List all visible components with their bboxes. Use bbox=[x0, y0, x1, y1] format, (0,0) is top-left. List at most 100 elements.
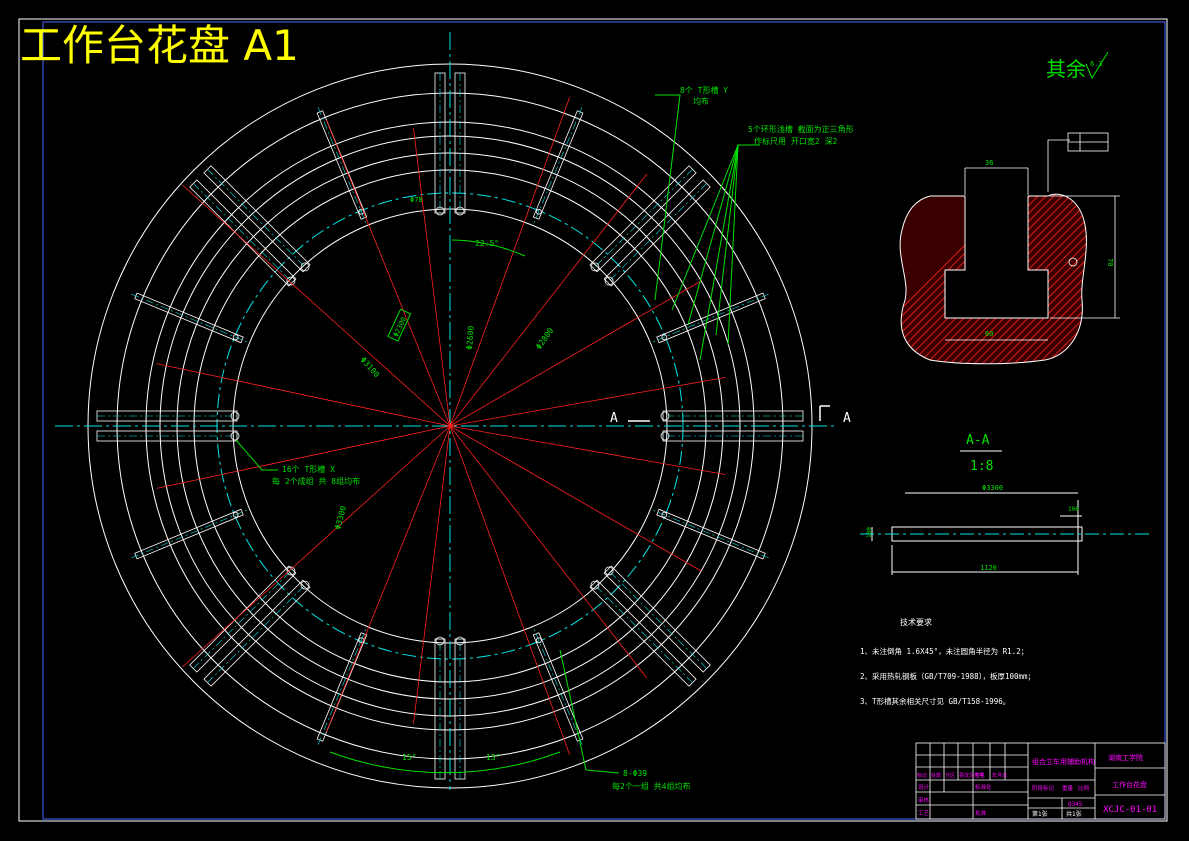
tech-req-item-2: 2、采用热轧钢板（GB/T709-1988），板厚100mm； bbox=[860, 671, 1035, 681]
title-block-ratio: 比例 bbox=[1078, 784, 1090, 792]
tech-req-item-1: 1、未注倒角 1.6X45°，未注圆角半径为 R1.2； bbox=[860, 646, 1028, 656]
angle-dim-2: 15° bbox=[402, 753, 416, 762]
t-slot-single bbox=[131, 292, 247, 344]
angle-arc-2 bbox=[329, 751, 561, 774]
dimension-line bbox=[449, 425, 571, 756]
radial-dim-4: Φ3300 bbox=[333, 505, 348, 531]
hole-note-1: 8-Φ39 bbox=[623, 769, 647, 778]
roughness-symbol bbox=[1085, 51, 1109, 80]
title-block-row-label: 标记 bbox=[917, 772, 927, 779]
section-dim-thickness: 100 bbox=[866, 527, 873, 538]
section-scale: 1:8 bbox=[970, 459, 993, 474]
t-slot-pair bbox=[96, 410, 240, 442]
title-block-row-label: 年月日 bbox=[992, 772, 1007, 779]
section-dim-overall: Φ3300 bbox=[982, 484, 1003, 492]
t-slots bbox=[96, 72, 804, 780]
title-block-project: 组合立车用辅助机构 bbox=[1032, 757, 1095, 766]
dimension-line bbox=[156, 363, 451, 427]
tech-req-heading: 技术要求 bbox=[900, 617, 932, 627]
title-block-grid bbox=[915, 742, 1166, 820]
t-slot-single bbox=[532, 107, 584, 223]
dimension-line bbox=[449, 425, 648, 679]
title-block-role-review: 审核 bbox=[918, 796, 930, 804]
dimension-line bbox=[182, 184, 451, 427]
title-block-sheet-b: 共1张 bbox=[1066, 810, 1082, 818]
section-dim-bottom: 60 bbox=[985, 330, 993, 338]
t-slot-pair bbox=[189, 565, 311, 687]
dimension-lines bbox=[156, 96, 726, 756]
t-slot-single bbox=[316, 629, 368, 745]
t-slot-single bbox=[532, 629, 584, 745]
t-slot-pair bbox=[189, 165, 311, 287]
title-block-sheet-a: 第1张 bbox=[1032, 810, 1048, 818]
boxed-dim-label: Φ2300 bbox=[392, 316, 408, 338]
radial-dim-2: Φ2600 bbox=[465, 325, 476, 350]
t-slot-note-2b: 每 2个成组 共 8组均布 bbox=[272, 476, 360, 486]
section-detail: 36 70 60 bbox=[899, 132, 1120, 365]
section-title: A-A bbox=[966, 433, 990, 448]
t-slot-pair bbox=[589, 565, 711, 687]
dimension-line bbox=[413, 425, 451, 724]
roughness-label: 其余 bbox=[1046, 57, 1086, 81]
t-slot-single bbox=[653, 508, 769, 560]
t-slot-pair bbox=[589, 165, 711, 287]
section-aa-profile bbox=[871, 492, 1083, 575]
hole-note-2: 每2个一组 共4组均布 bbox=[612, 781, 690, 791]
dimension-line bbox=[326, 119, 451, 427]
section-marks bbox=[628, 405, 830, 422]
roughness-value: 6.3 bbox=[1090, 60, 1103, 68]
radial-dim-1: Φ3100 bbox=[359, 355, 382, 379]
section-mark-right: A bbox=[843, 411, 851, 426]
angle-dim-3: 15° bbox=[486, 753, 500, 762]
dimension-line bbox=[326, 425, 451, 733]
outer-border bbox=[18, 18, 1168, 822]
dimension-line bbox=[449, 425, 726, 476]
title-block-row-label: 处数 bbox=[931, 772, 941, 779]
t-slot-single bbox=[131, 508, 247, 560]
small-dim-1: Φ78 bbox=[410, 196, 423, 204]
title-block-weight: 重量 bbox=[1062, 784, 1074, 792]
t-slot-note-1b: 均布 bbox=[693, 96, 709, 106]
section-dim-top: 36 bbox=[985, 159, 993, 167]
leader-lines bbox=[235, 94, 760, 774]
t-slot-pair bbox=[434, 72, 466, 216]
section-mark-left: A bbox=[610, 411, 618, 426]
title-block-approve: 批准 bbox=[975, 809, 987, 817]
title-block-role-design: 设计 bbox=[918, 783, 930, 791]
dimension-line bbox=[449, 173, 648, 427]
title-block-row-label: 签名 bbox=[975, 772, 985, 779]
dimension-line bbox=[449, 376, 726, 427]
title-block-drawing-no: XCJC-01-01 bbox=[1103, 805, 1157, 815]
title-block-row-label: 分区 bbox=[945, 772, 955, 779]
title-block-school: 湖南工学院 bbox=[1108, 753, 1143, 762]
dimension-line bbox=[156, 425, 451, 489]
dimension-line bbox=[449, 96, 571, 427]
dimension-line bbox=[413, 128, 451, 427]
section-dim-step: 100 bbox=[1068, 506, 1079, 513]
t-slot-pair bbox=[660, 410, 804, 442]
title-block-material: Q345 bbox=[1068, 801, 1083, 808]
t-slot-pair bbox=[434, 636, 466, 780]
t-slot-note-1: 8个 T形槽 Y bbox=[680, 85, 728, 95]
angle-arc-1 bbox=[451, 239, 526, 257]
dimension-line bbox=[449, 425, 702, 572]
boxed-dim: Φ2300 bbox=[387, 308, 412, 342]
section-dim-height: 70 bbox=[1106, 258, 1114, 266]
dimension-line bbox=[449, 280, 702, 427]
title-block-row-label: 更改文件号 bbox=[959, 772, 984, 779]
tech-req-item-3: 3、T形槽其余相关尺寸见 GB/T158-1996。 bbox=[860, 696, 1010, 706]
t-slot-single bbox=[316, 107, 368, 223]
section-dim-length: 1120 bbox=[980, 564, 997, 572]
drawing-title: 工作台花盘 A1 bbox=[20, 21, 299, 70]
dimension-line bbox=[182, 425, 451, 668]
title-block-part: 工作台花盘 bbox=[1112, 780, 1147, 789]
radial-dim-3: Φ2800 bbox=[534, 326, 555, 351]
title-block-role-process: 工艺 bbox=[918, 810, 930, 817]
t-slot-note-2: 16个 T形槽 X bbox=[282, 464, 335, 474]
title-block-row-labels: 标记处数分区更改文件号签名年月日 bbox=[917, 772, 1007, 779]
title-block-stage: 阶段标记 bbox=[1032, 784, 1055, 792]
t-slot-single bbox=[653, 292, 769, 344]
ring-note-1: 5个环形浅槽 截面为正三角形 bbox=[748, 124, 854, 134]
title-block-standard: 标准化 bbox=[975, 783, 992, 791]
